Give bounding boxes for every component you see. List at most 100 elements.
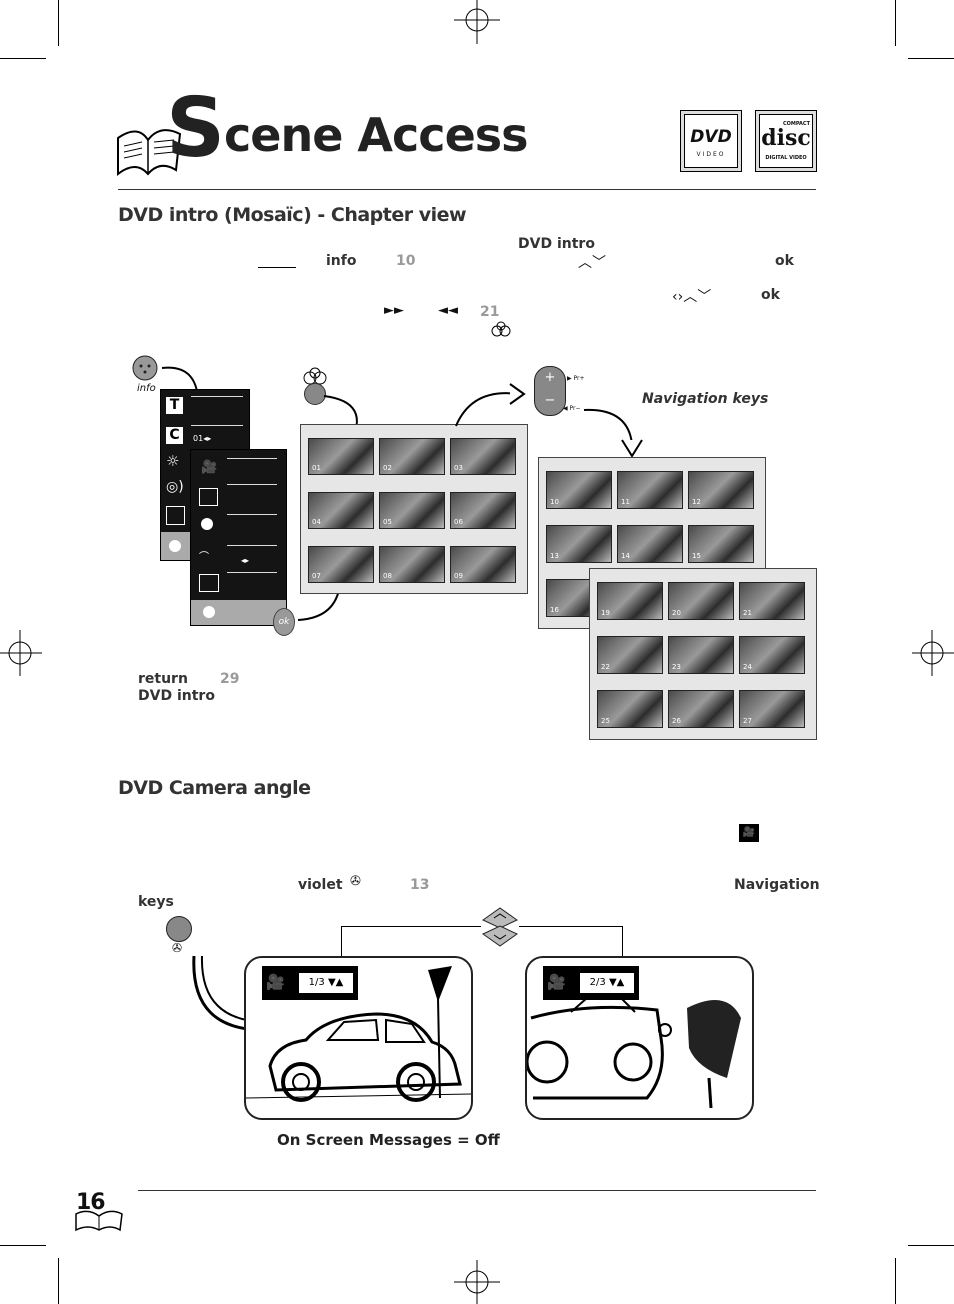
up-down-navigation-keys[interactable] (481, 906, 519, 948)
chapter-thumbnail[interactable]: 24 (739, 636, 805, 674)
chapter-thumbnail[interactable]: 15 (688, 525, 754, 563)
subtitle-icon (166, 506, 185, 525)
page-ref-21: 21 (480, 304, 500, 320)
chapter-thumbnail[interactable]: 26 (668, 690, 734, 728)
crop-mark (0, 58, 46, 59)
chapter-thumbnail[interactable]: 20 (668, 582, 734, 620)
underline-mark (258, 267, 296, 268)
pr-minus-icon: ◀ Pr− (563, 405, 581, 412)
violet-button[interactable] (166, 916, 192, 942)
chapter-thumbnail[interactable]: 10 (546, 471, 612, 509)
clock-icon: ☼ (166, 452, 180, 470)
navigation-keys-label: Navigation keys (642, 391, 769, 407)
chapter-number: 04 (312, 518, 321, 526)
cd-logo-top: COMPACT (782, 121, 810, 127)
chapter-number: 08 (383, 572, 392, 580)
chapter-thumbnail[interactable]: 12 (688, 471, 754, 509)
car-drawing (246, 966, 471, 1102)
open-book-icon (75, 1210, 123, 1232)
on-screen-messages-caption: On Screen Messages = Off (277, 1131, 500, 1149)
chapter-c-icon: C (166, 427, 183, 444)
chapter-thumbnail[interactable]: 07 (308, 546, 374, 583)
chapter-thumbnail[interactable]: 09 (450, 546, 516, 583)
text-keys: keys (138, 894, 174, 910)
chapter-thumbnail[interactable]: 02 (379, 438, 445, 475)
chapter-thumbnail[interactable]: 03 (450, 438, 516, 475)
header-rule (118, 189, 816, 190)
chapter-number: 23 (672, 663, 681, 671)
text-info: info (326, 253, 357, 269)
mosaic-symbol-icon (491, 321, 511, 337)
camera-angle-icon: 🎥 (266, 973, 285, 991)
section-title-camera-angle: DVD Camera angle (118, 777, 311, 799)
angle-osd-2: 🎥 2/3 ▼▲ (543, 966, 639, 1000)
zoom-icon (199, 488, 218, 506)
chapter-number: 20 (672, 609, 681, 617)
ok-button[interactable]: ok (273, 608, 295, 636)
chapter-thumbnail[interactable]: 19 (597, 582, 663, 620)
text-return: return (138, 671, 188, 687)
chapter-thumbnail[interactable]: 21 (739, 582, 805, 620)
chapter-thumbnail[interactable]: 08 (379, 546, 445, 583)
chapter-number: 10 (550, 498, 559, 506)
remote-info-button-icon (132, 355, 158, 381)
chapter-thumbnail[interactable]: 04 (308, 492, 374, 529)
fast-forward-icon: ►► (384, 303, 404, 318)
chapter-thumbnail[interactable]: 05 (379, 492, 445, 529)
chapter-number: 22 (601, 663, 610, 671)
chapter-thumbnail[interactable]: 01 (308, 438, 374, 475)
chapter-thumbnail[interactable]: 06 (450, 492, 516, 529)
chapter-thumbnail[interactable]: 11 (617, 471, 683, 509)
section-title-chapter-view: DVD intro (Mosaïc) - Chapter view (118, 204, 467, 226)
chapter-number: 25 (601, 717, 610, 725)
connector-line (341, 926, 481, 927)
speed-icon (201, 518, 213, 530)
title-t-icon: T (166, 397, 183, 414)
camera-view-2: 🎥 2/3 ▼▲ (525, 956, 754, 1120)
dvd-logo-sub: VIDEO (696, 151, 726, 158)
footer-rule (138, 1190, 816, 1191)
chapter-thumbnail[interactable]: 22 (597, 636, 663, 674)
page-ref-10: 10 (396, 253, 416, 269)
mosaic-button[interactable] (304, 383, 326, 405)
page-title-initial: S (166, 81, 225, 176)
dvd-logo-text: DVD (690, 127, 732, 147)
camera-angle-icon: 🎥 (547, 973, 566, 991)
crop-mark (895, 0, 896, 46)
chapter-thumbnail[interactable]: 23 (668, 636, 734, 674)
cd-logo-sub: DIGITAL VIDEO (765, 155, 807, 161)
page-ref-13: 13 (410, 877, 430, 893)
camera-angle-icon: 🎥 (201, 460, 218, 475)
chapter-thumbnail[interactable]: 25 (597, 690, 663, 728)
text-navigation: Navigation (734, 877, 820, 893)
compact-disc-logo: COMPACT disc DIGITAL VIDEO (755, 110, 817, 172)
angle-osd-1: 🎥 1/3 ▼▲ (262, 966, 358, 1000)
rewind-icon: ◄◄ (438, 303, 458, 318)
registration-mark-left (0, 630, 42, 676)
connector-line (519, 926, 623, 927)
text-dvd-intro-2: DVD intro (138, 688, 215, 704)
connector-line (622, 926, 623, 973)
chapter-number: 03 (454, 464, 463, 472)
navigation-keys-remote[interactable]: + − (534, 366, 566, 416)
chapter-number: 07 (312, 572, 321, 580)
crop-mark (0, 1245, 46, 1246)
chapter-number: 14 (621, 552, 630, 560)
pr-plus-icon: ▶ Pr+ (567, 375, 585, 382)
chapter-thumbnail[interactable]: 14 (617, 525, 683, 563)
chapter-number: 11 (621, 498, 630, 506)
chapter-number: 24 (743, 663, 752, 671)
crop-mark (58, 0, 59, 46)
chapter-thumbnail[interactable]: 13 (546, 525, 612, 563)
chapter-number: 01 (312, 464, 321, 472)
angle-indicator-1: 1/3 ▼▲ (298, 972, 354, 994)
curved-arrow-icon (583, 408, 643, 458)
chapter-thumbnail[interactable]: 27 (739, 690, 805, 728)
chapter-number: 02 (383, 464, 392, 472)
mosaic-grid-icon (199, 574, 219, 592)
camera-symbol-icon: ✇ (172, 941, 183, 955)
chapter-number: 15 (692, 552, 701, 560)
crop-mark (908, 58, 954, 59)
